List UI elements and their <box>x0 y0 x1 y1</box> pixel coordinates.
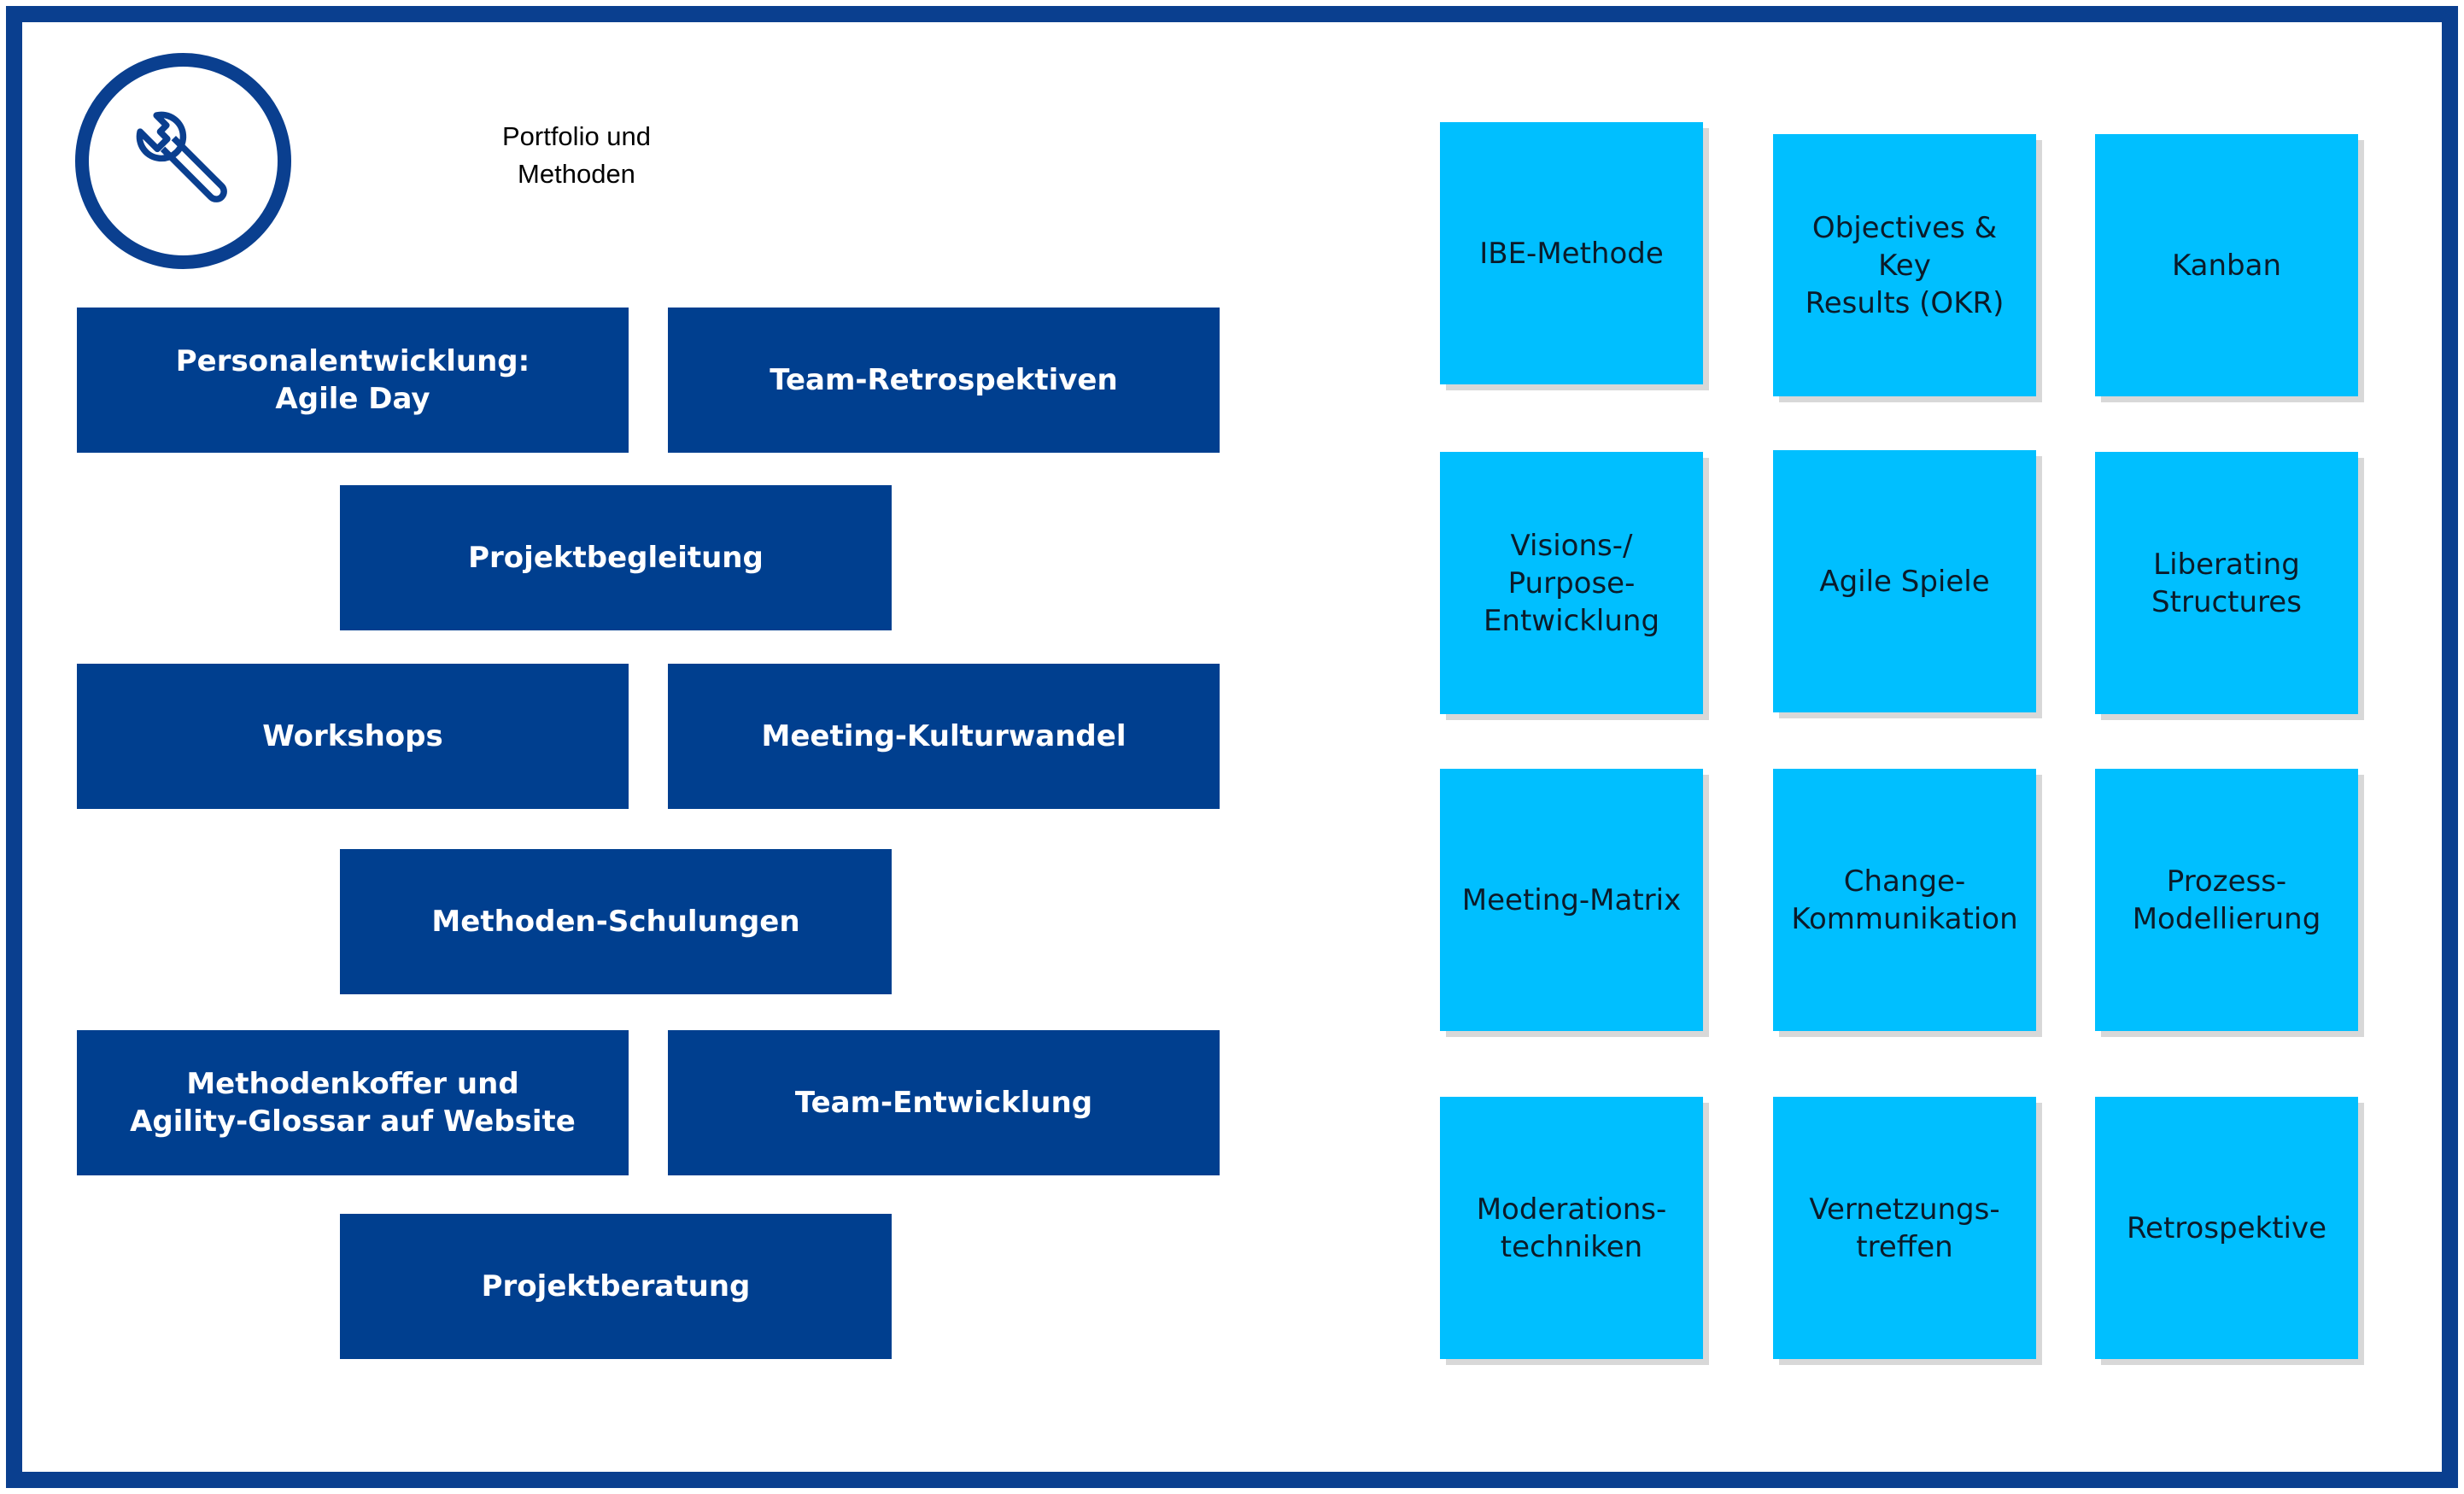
method-note-retrospektive: Retrospektive <box>2095 1097 2358 1359</box>
method-note-moderationstechniken: Moderations- techniken <box>1440 1097 1703 1359</box>
method-note-liberating-structures: Liberating Structures <box>2095 452 2358 714</box>
service-box-workshops: Workshops <box>77 664 629 809</box>
service-box-projektbegleitung: Projektbegleitung <box>340 485 892 630</box>
service-box-methodenkoffer: Methodenkoffer und Agility-Glossar auf W… <box>77 1030 629 1175</box>
method-note-meeting-matrix: Meeting-Matrix <box>1440 769 1703 1031</box>
method-note-visions: Visions-/ Purpose- Entwicklung <box>1440 452 1703 714</box>
service-box-methoden-schulungen: Methoden-Schulungen <box>340 849 892 994</box>
service-box-projektberatung: Projektberatung <box>340 1214 892 1359</box>
method-note-vernetzungstreffen: Vernetzungs- treffen <box>1773 1097 2036 1359</box>
method-note-change-kommunikation: Change- Kommunikation <box>1773 769 2036 1031</box>
page-title: Portfolio und Methoden <box>501 121 652 189</box>
wrench-icon <box>120 95 248 227</box>
service-box-personalentwicklung: Personalentwicklung: Agile Day <box>77 308 629 453</box>
method-note-kanban: Kanban <box>2095 134 2358 396</box>
method-note-okr: Objectives & Key Results (OKR) <box>1773 134 2036 396</box>
method-note-ibe: IBE-Methode <box>1440 122 1703 384</box>
logo-circle <box>75 53 291 269</box>
method-note-agile-spiele: Agile Spiele <box>1773 450 2036 712</box>
method-note-prozess-modellierung: Prozess- Modellierung <box>2095 769 2358 1031</box>
service-box-team-entwicklung: Team-Entwicklung <box>668 1030 1220 1175</box>
service-box-team-retrospektiven: Team-Retrospektiven <box>668 308 1220 453</box>
service-box-meeting-kulturwandel: Meeting-Kulturwandel <box>668 664 1220 809</box>
